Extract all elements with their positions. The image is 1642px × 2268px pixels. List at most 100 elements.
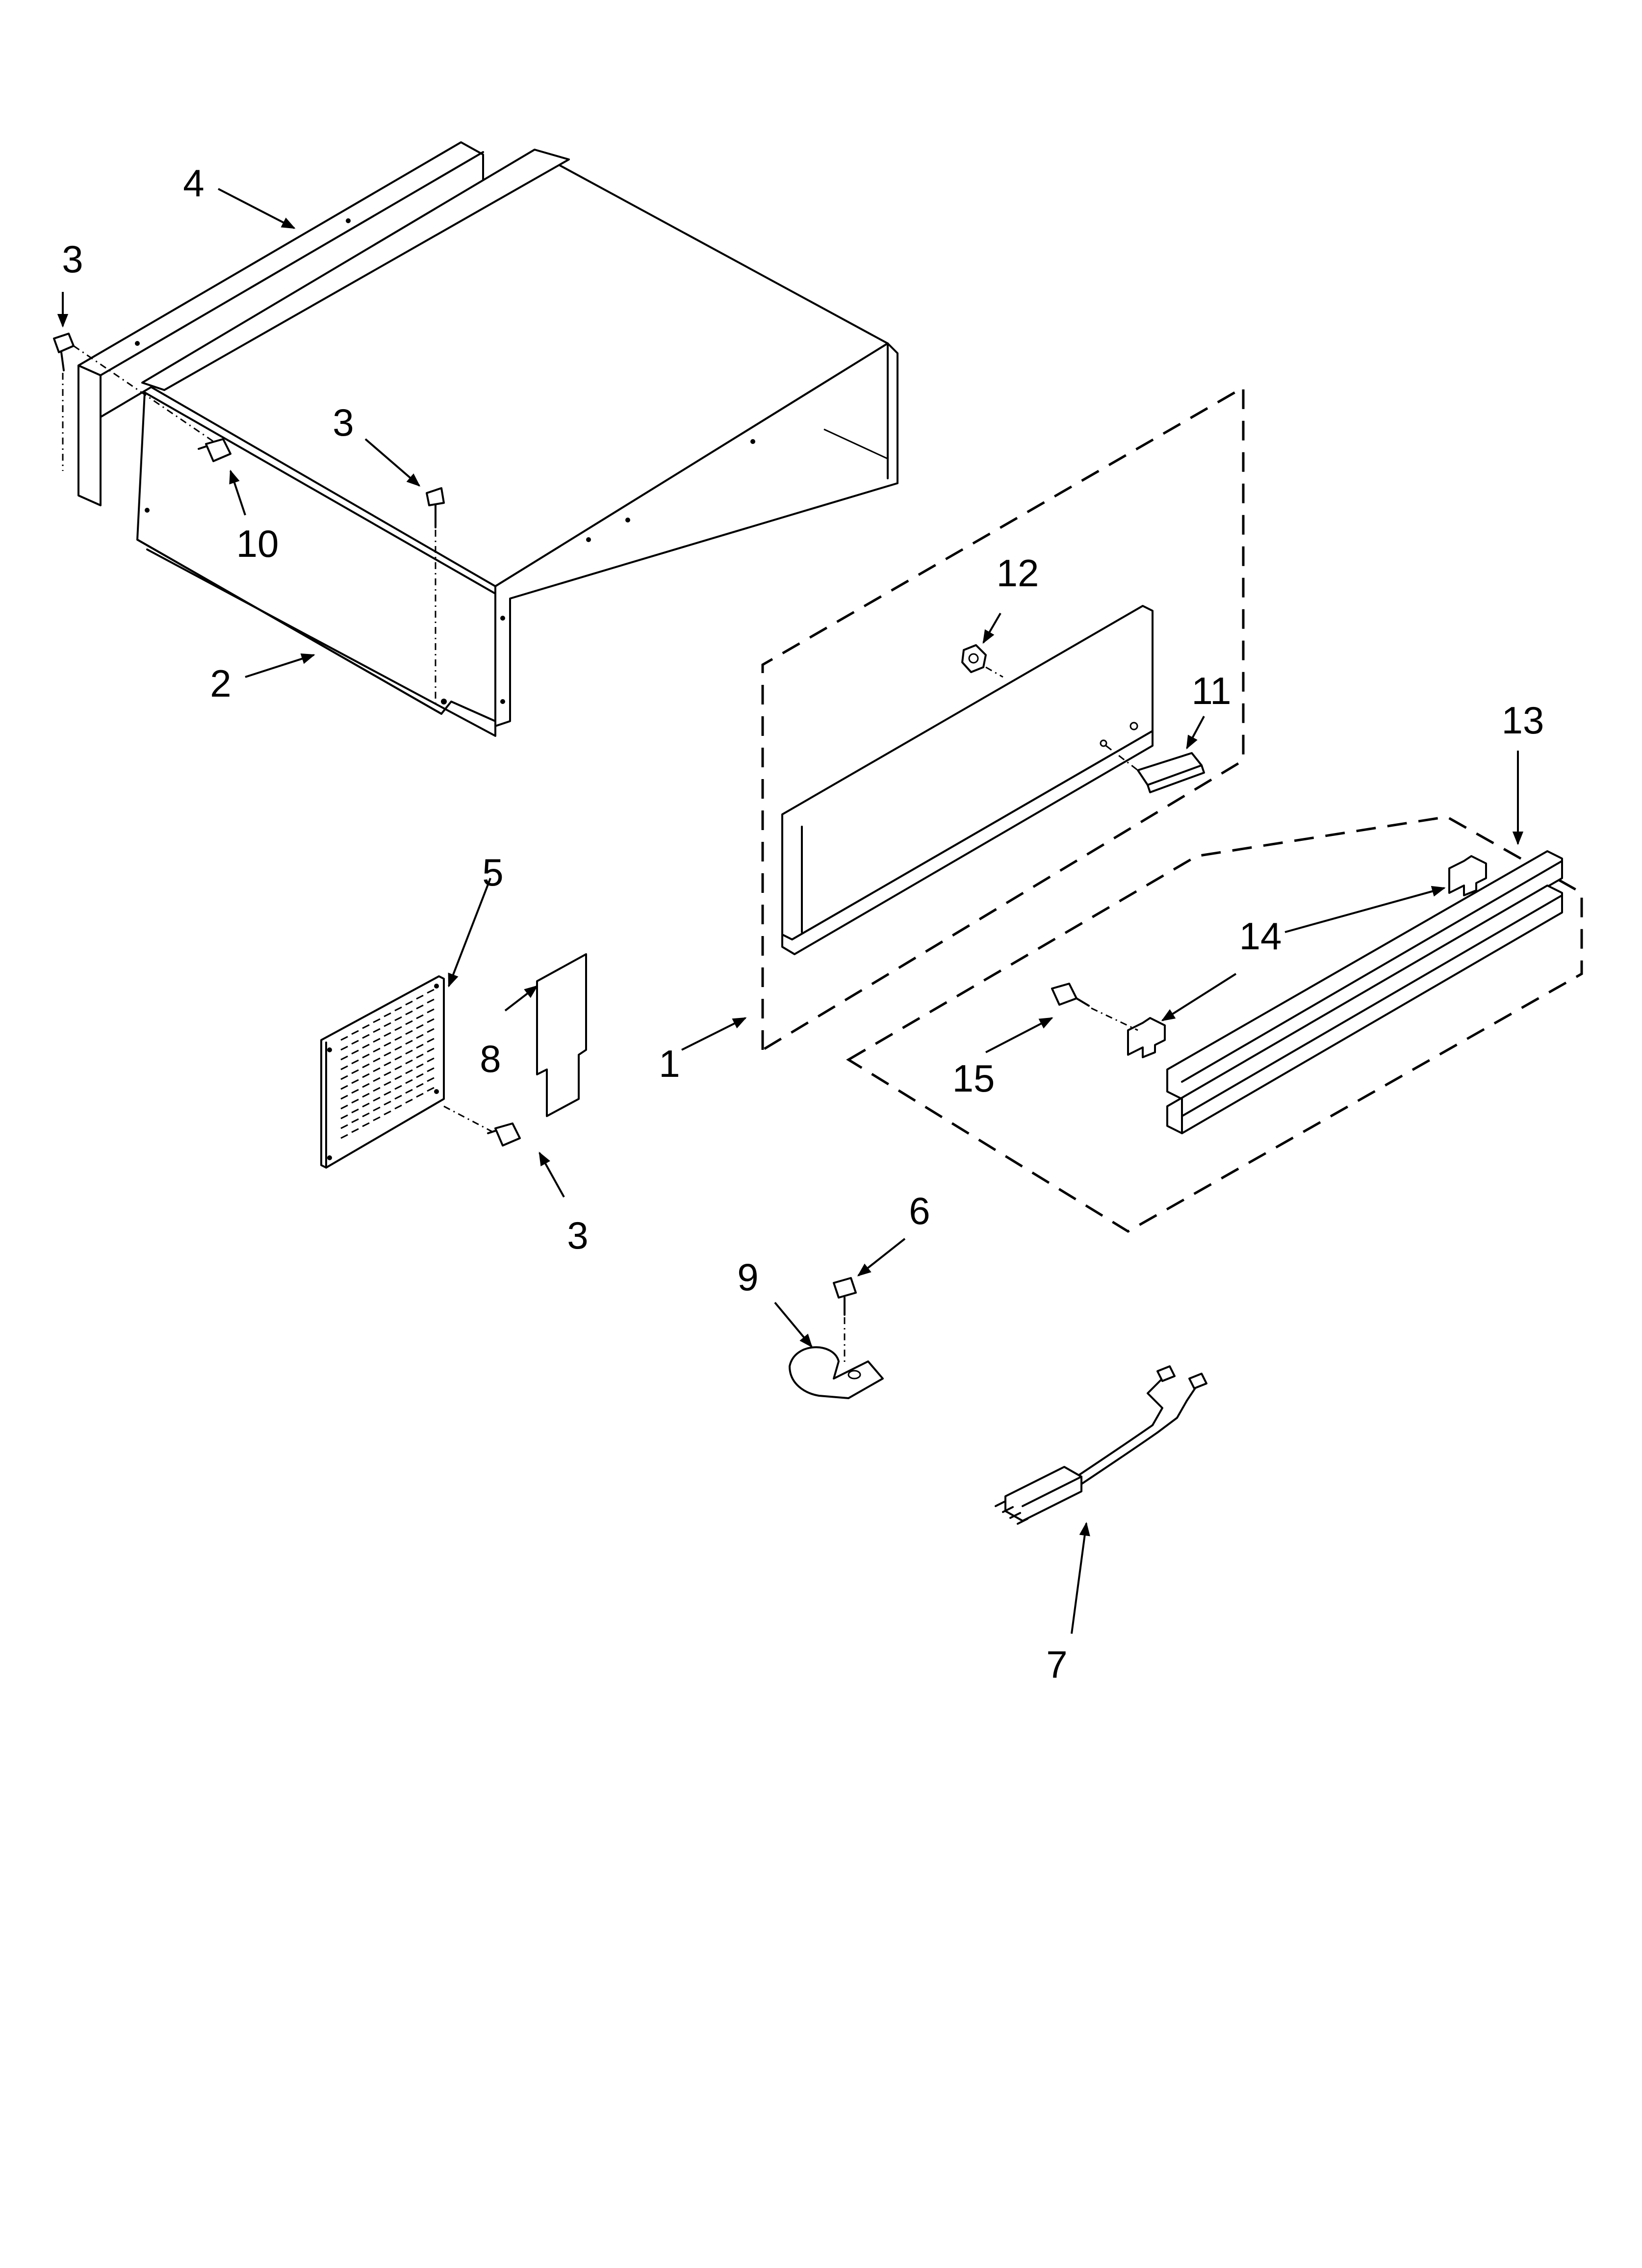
grille-slot <box>427 1018 435 1023</box>
part-13-rails <box>1166 850 1563 1134</box>
group-1-boundary <box>761 385 1245 1051</box>
grille-slot <box>340 1045 348 1051</box>
callout-13: 13 <box>1502 699 1544 742</box>
grille-slot <box>405 1098 413 1104</box>
grille-slot <box>405 1040 413 1045</box>
grille-slot <box>405 1059 413 1065</box>
callout-10: 10 <box>236 522 279 565</box>
grille-slot <box>427 1067 435 1072</box>
grille-slot <box>416 1024 424 1029</box>
grille-slot <box>373 1018 381 1023</box>
callout-7: 7 <box>1046 1643 1067 1686</box>
grille-slot <box>405 1089 413 1094</box>
part-3-screw-grille <box>487 1122 521 1147</box>
grille-slot <box>416 1093 424 1098</box>
grille-slot <box>340 1114 348 1120</box>
grille-slot <box>362 1102 370 1108</box>
grille-slot <box>384 1051 391 1057</box>
grille-slot <box>427 989 435 994</box>
grille-slot <box>384 1081 391 1086</box>
part-9-clamp <box>789 1346 884 1399</box>
callout-labels: 4 3 3 10 2 12 11 13 14 15 1 5 8 3 6 9 7 <box>62 161 1544 1686</box>
callout-11: 11 <box>1192 669 1232 712</box>
grille-slot <box>416 1073 424 1078</box>
grille-slot <box>416 1034 424 1039</box>
grille-slot <box>416 1063 424 1069</box>
callout-2: 2 <box>210 662 231 705</box>
part-8-baffle <box>536 953 587 1117</box>
grille-slot <box>427 1008 435 1014</box>
grille-slot <box>340 1085 348 1090</box>
grille-slot <box>340 1075 348 1080</box>
grille-slot <box>351 1089 359 1094</box>
grille-slot <box>405 1030 413 1035</box>
grille-slot <box>416 1043 424 1049</box>
part-15-screw <box>1051 983 1138 1031</box>
grille-slot <box>373 1067 381 1072</box>
grille-slot <box>427 1028 435 1033</box>
grille-slot <box>351 1059 359 1065</box>
callout-15: 15 <box>952 1057 995 1100</box>
callout-3-grille: 3 <box>567 1214 588 1257</box>
grille-slot <box>416 1004 424 1010</box>
part-3-screw-top <box>426 487 445 706</box>
grille-slot <box>373 1028 381 1033</box>
group-13-boundary <box>846 815 1583 1233</box>
grille-slot <box>384 1071 391 1076</box>
grille-slot <box>384 1032 391 1037</box>
grille-slot <box>362 1112 370 1118</box>
grille-slot <box>351 1030 359 1035</box>
grille-slot <box>351 1108 359 1114</box>
leader-arrows <box>57 188 1524 1634</box>
grille-slot <box>351 1069 359 1074</box>
grille-slot <box>384 1022 391 1027</box>
grille-slot <box>405 1000 413 1006</box>
callout-3-top: 3 <box>333 401 354 444</box>
callout-9: 9 <box>737 1255 758 1299</box>
grille-slot <box>362 1034 370 1039</box>
grille-slot <box>394 1065 402 1070</box>
grille-slot <box>373 1077 381 1082</box>
callout-4: 4 <box>183 161 204 205</box>
grille-slot <box>394 1045 402 1051</box>
grille-slot <box>362 1073 370 1078</box>
grille-slot <box>427 1057 435 1063</box>
grille-slot <box>384 1100 391 1106</box>
callout-3-left: 3 <box>62 237 83 281</box>
grille-slot <box>351 1049 359 1055</box>
callout-5: 5 <box>482 851 503 894</box>
grille-slot <box>394 1095 402 1100</box>
grille-slot <box>416 1014 424 1019</box>
part-12-nut <box>961 644 1003 678</box>
grille-slot <box>362 1093 370 1098</box>
grille-slot <box>405 1069 413 1074</box>
grille-slot <box>340 1104 348 1110</box>
callout-8: 8 <box>480 1037 501 1080</box>
grille-slot <box>373 1057 381 1063</box>
grille-slot <box>394 1016 402 1021</box>
grille-slot <box>373 1047 381 1053</box>
grille-slot <box>351 1128 359 1133</box>
part-11-clip <box>1105 745 1205 793</box>
grille-slot <box>373 1038 381 1043</box>
callout-1: 1 <box>659 1042 680 1085</box>
grille-slot <box>427 1038 435 1043</box>
grille-slot <box>394 1036 402 1041</box>
callout-6: 6 <box>909 1189 930 1232</box>
grille-slot <box>394 1006 402 1012</box>
grille-slot <box>427 1087 435 1092</box>
grille-slot <box>351 1040 359 1045</box>
grille-slot <box>373 1106 381 1112</box>
grille-slot <box>373 1116 381 1121</box>
grille-slot <box>362 1083 370 1088</box>
grille-slot <box>394 1085 402 1090</box>
grille-slot <box>351 1118 359 1123</box>
grille-slot <box>362 1122 370 1127</box>
grille-slot <box>427 1077 435 1082</box>
grille-slot <box>340 1036 348 1041</box>
grille-slot <box>416 1083 424 1088</box>
part-10-screw <box>198 438 231 462</box>
part-14-bracket-left <box>1127 1017 1166 1058</box>
part-2-cabinet-shroud <box>136 149 898 737</box>
